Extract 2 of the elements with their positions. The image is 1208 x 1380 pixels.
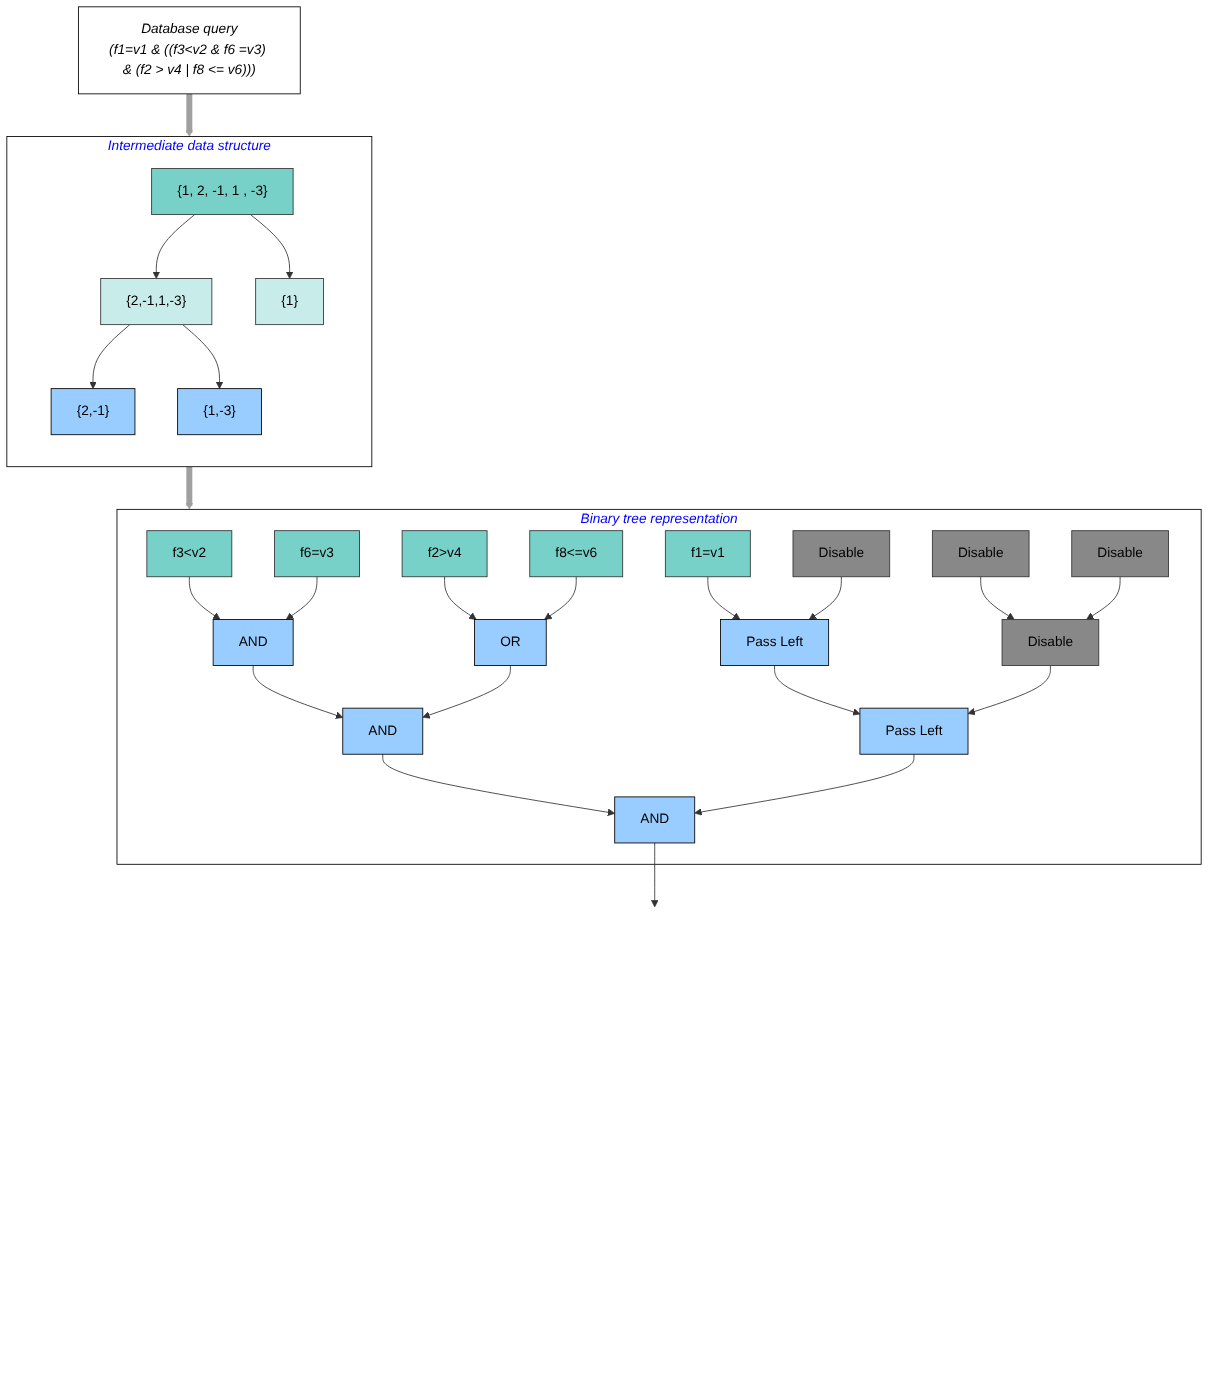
arrow xyxy=(185,466,194,510)
arrow xyxy=(185,93,194,137)
